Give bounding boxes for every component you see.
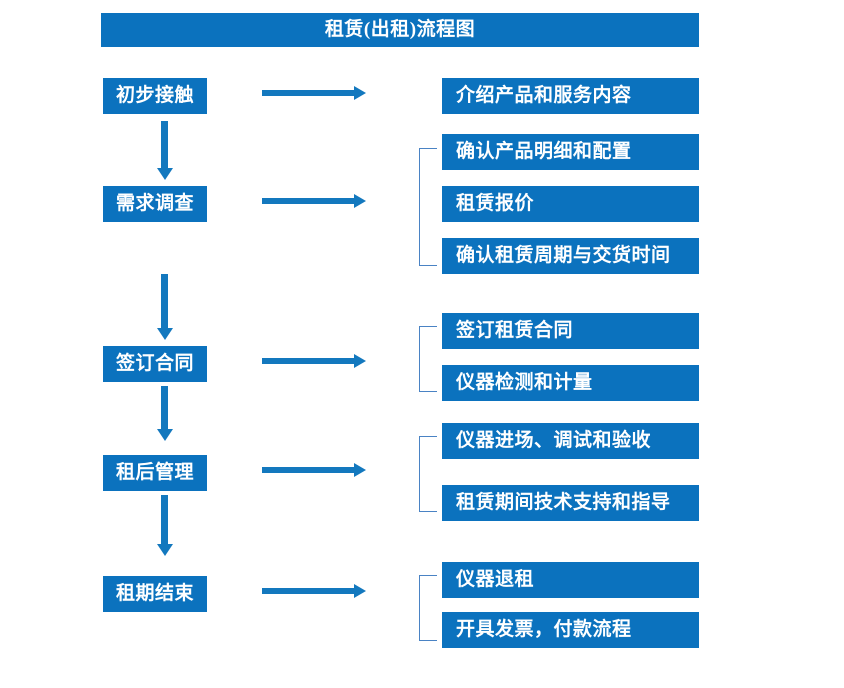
flow-arrow-right-1: [262, 90, 354, 96]
detail-box-2-2[interactable]: 租赁报价: [442, 186, 699, 222]
detail-box-2-1[interactable]: 确认产品明细和配置: [442, 134, 699, 170]
stage-box-4[interactable]: 租后管理: [103, 455, 207, 491]
flow-arrow-down-4: [161, 495, 168, 545]
flow-arrow-right-4: [262, 467, 354, 473]
detail-box-4-1[interactable]: 仪器进场、调试和验收: [442, 423, 699, 459]
flow-arrow-down-2: [161, 274, 168, 329]
group-bracket-2: [419, 148, 437, 266]
flow-arrow-down-3: [161, 386, 168, 430]
detail-box-5-1[interactable]: 仪器退租: [442, 562, 699, 598]
diagram-title: 租赁(出租)流程图: [101, 13, 699, 47]
detail-box-5-2[interactable]: 开具发票，付款流程: [442, 612, 699, 648]
detail-box-4-2[interactable]: 租赁期间技术支持和指导: [442, 485, 699, 521]
group-bracket-4: [419, 436, 437, 512]
stage-box-5[interactable]: 租期结束: [103, 576, 207, 612]
group-bracket-5: [419, 575, 437, 641]
stage-box-2[interactable]: 需求调查: [103, 186, 207, 222]
flow-arrow-right-3: [262, 358, 354, 364]
group-bracket-3: [419, 326, 437, 392]
detail-box-3-1[interactable]: 签订租赁合同: [442, 313, 699, 349]
detail-box-2-3[interactable]: 确认租赁周期与交货时间: [442, 238, 699, 274]
flow-arrow-right-2: [262, 198, 354, 204]
flow-arrow-down-1: [161, 121, 168, 169]
detail-box-3-2[interactable]: 仪器检测和计量: [442, 365, 699, 401]
flow-arrow-right-5: [262, 588, 354, 594]
stage-box-1[interactable]: 初步接触: [103, 78, 207, 114]
stage-box-3[interactable]: 签订合同: [103, 346, 207, 382]
detail-box-1-1[interactable]: 介绍产品和服务内容: [442, 78, 699, 114]
